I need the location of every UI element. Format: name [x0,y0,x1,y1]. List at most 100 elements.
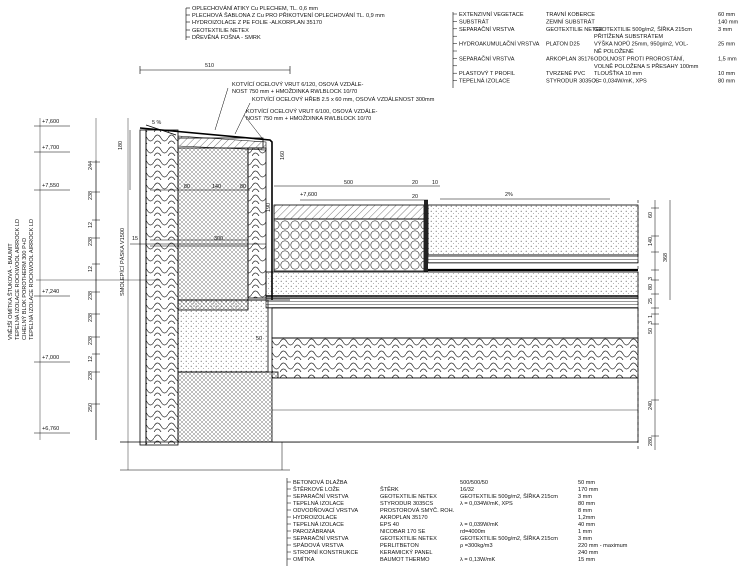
floor-layer-product: BAUMOT THERMO [380,557,430,563]
floor-layer-product: GEOTEXTILIE NETEX [380,536,437,542]
roof-layer-spec: VÝŠKA NOPŮ 25mm, 950g/m2, VOL- [594,41,688,48]
levels: +7,600 +7,700 +7,550 +7,240 +7,000 +6,76… [34,119,70,434]
dim-label: 20 [412,180,418,186]
floor-layer-value: 3 mm [578,494,592,500]
floor-layer-value: 15 mm [578,557,595,563]
dim-label: 190 [266,203,272,212]
roof-layer-spec: ODOLNOST PROTI PROROSTÁNÍ, [594,55,684,62]
roof-layer-value: 3 mm [718,27,732,33]
dim-label: 238 [88,313,94,322]
dim-label: 140 [212,184,221,190]
dim-label: 250 [88,403,94,412]
floor-layer-spec: GEOTEXTILIE 500g/m2, ŠÍŘKA 215cm [460,534,558,542]
slope-label: 5 % [152,120,161,126]
roof-layer-product: STYRODUR 3035CS [546,79,599,85]
roof-layer-name: TEPELNÁ IZOLACE [459,78,510,85]
roof-layer-value: 80 mm [718,79,735,85]
roof-layer-name: PLASTOVÝ T PROFIL [459,70,515,77]
floor-layer-value: 50 mm [578,480,595,486]
roof-layer-value: 1,5 mm [718,56,737,62]
floor-layer-spec: λ = 0,034W/mK, XPS [460,501,513,507]
roof-layer-product: TRAVNÍ KOBERCE [546,11,595,18]
dim-label: 80 [648,284,654,290]
anchor-note: NOST 750 mm + HMOŽDINKA RWLBLOCK 10/70 [232,87,357,95]
note-line: OPLECHOVÁNÍ ATIKY Cu PLECHEM, TL. 0,6 mm [192,5,318,12]
dim-label: 140 [648,237,654,246]
dim-label: 500 [344,180,353,186]
floor-layer-product: PROSTOROVÁ SMYČ. ROH. [380,507,455,514]
floor-layer-spec: 16/32 [460,487,474,493]
dim-label: 180 [118,141,124,150]
roof-layer-name: SUBSTRÁT [459,18,489,25]
dim-label: 240 [648,401,654,410]
dim-label: 3 [648,277,654,280]
dim-label: 25 [648,298,654,304]
dim-label: 12 [88,356,94,362]
floor-layer-name: BETONOVÁ DLAŽBA [293,478,348,486]
roof-layer-spec: NĚ POLOŽENÉ [594,47,634,55]
wall-labels: VNĚJŠÍ OMÍTKA ŠTUKOVÁ - BAUMIT TEPELNÁ I… [6,219,160,340]
roof-layer-product: ARKOPLAN 35176 [546,56,594,62]
roof-layer-value: 25 mm [718,42,735,48]
floor-layer-value: 220 mm - maximum [578,543,628,549]
floor-layer-name: TEPELNÁ IZOLACE [293,500,344,507]
floor-layer-spec: GEOTEXTILIE 500g/m2, ŠÍŘKA 215cm [460,492,558,500]
floor-layer-name: TEPELNÁ IZOLACE [293,521,344,528]
anchor-note: KOTVÍCÍ OCELOVÝ HŘEB 2.5 x 60 mm, OSOVÁ … [252,95,435,103]
dim-label: 238 [88,237,94,246]
floor-layer-name: PAROZÁBRANA [293,528,335,535]
dim-label: 15 [132,236,138,242]
dim-label: 60 [648,212,654,218]
note-line: GEOTEXTILIE NETEX [192,28,249,34]
level-mark: +7,000 [42,355,59,361]
floor-layer-value: 170 mm [578,487,599,493]
roof-layer-product: TVRZENÉ PVC [546,70,585,77]
floor-layer-value: 240 mm [578,550,599,556]
roof-layer-name: HYDROAKUMULAČNÍ VRSTVA [459,41,540,48]
roof-layer-spec: GEOTEXTILIE 500g/m2, ŠÍŘKA 215cm [594,25,692,33]
note-line: HYDROIZOLACE Z PE FOLIE -ALKORPLAN 35170 [192,20,322,26]
floor-layer-name: ŠTĚRKOVÉ LOŽE [293,485,340,493]
floor-layer-spec: 500/500/50 [460,480,488,486]
floor-layer-value: 80 mm [578,501,595,507]
roof-layer-spec: λ = 0,034W/mK, XPS [594,79,647,85]
floor-layer-value: 1 mm [578,529,592,535]
level-mark: +7,240 [42,289,59,295]
tape-label: SMOLEPÍCÍ PÁSKA V1500 [119,228,126,296]
floor-layer-spec: λ = 0,13W/mK [460,557,496,563]
floor-layer-product: KERAMICKÝ PANEL [380,549,432,556]
roof-layer-spec: PŘITÍŽENÁ SUBSTRÁTEM [594,32,663,40]
floor-layer-name: HYDROIZOLACE [293,515,337,521]
roof-buildup [265,198,639,450]
dim-label: 50 [648,328,654,334]
level-mark: +6,760 [42,426,59,432]
roof-layer-value: 60 mm [718,12,735,18]
anchor-note: NOST 750 mm + HMOŽDINKA RWLBLOCK 10/70 [246,114,371,122]
level-mark: +7,600 [42,119,59,125]
note-line: PLECHOVÁ ŠABLONA Z Cu PRO PŘIKOTVENÍ OPL… [192,11,385,19]
dim-label: 80 [240,184,246,190]
floor-layer-product: NICOBAR 170 SE [380,529,426,535]
dim-label: 3 [648,321,654,324]
dim-label: 50 [256,336,262,342]
dim-label: 300 [214,236,223,242]
dim-label: 12 [88,266,94,272]
roof-layer-name: SEPARAČNÍ VRSTVA [459,55,515,62]
dim-label: 238 [88,191,94,200]
floor-layer-name: SPÁDOVÁ VRSTVA [293,542,344,549]
wall-label: CIHELNÝ BLOK POROTHERM 300 P+D [21,238,28,340]
roof-layer-name: SEPARAČNÍ VRSTVA [459,26,515,33]
floor-layer-product: GEOTEXTILIE NETEX [380,494,437,500]
level-mark: +7,550 [42,183,59,189]
floor-layer-name: OMÍTKA [293,556,315,563]
dim-label: 238 [88,336,94,345]
dim-label: 238 [88,371,94,380]
roof-layer-product: ZEMNÍ SUBSTRÁT [546,18,595,25]
wall-label: VNĚJŠÍ OMÍTKA ŠTUKOVÁ - BAUMIT [6,243,14,340]
floor-layer-table: BETONOVÁ DLAŽBA 500/500/50 50 mm ŠTĚRKOVÉ L… [286,478,628,566]
floor-layer-product: EPS 40 [380,522,399,528]
wall [39,118,300,471]
roof-layer-product: PLATON D25 [546,42,580,48]
dim-label: 1 [648,315,654,318]
